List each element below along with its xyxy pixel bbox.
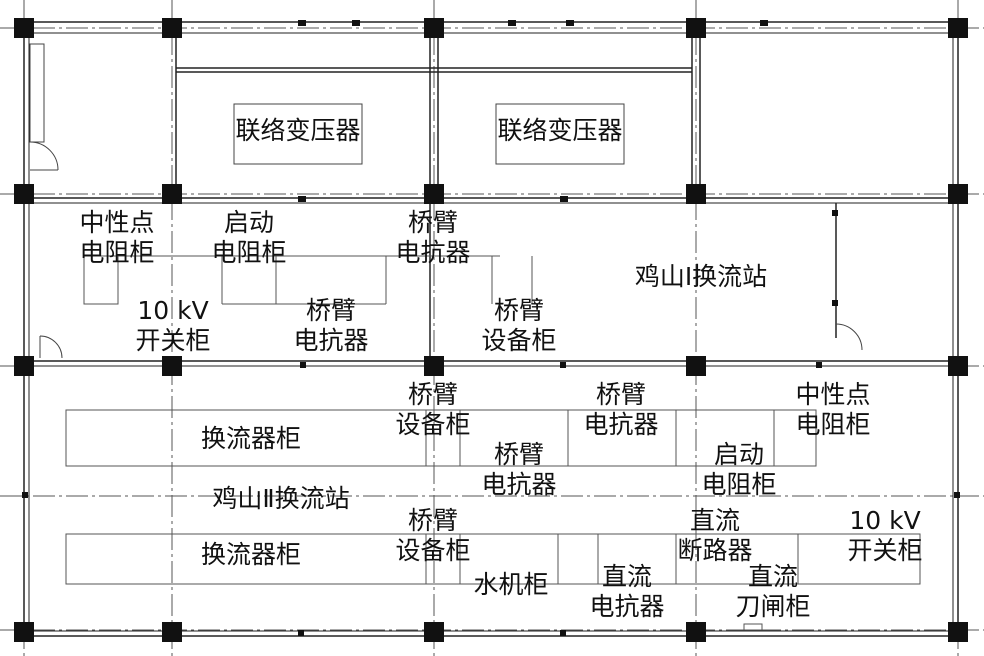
label-bridge-equipment-a: 桥臂 设备柜 [481,296,557,355]
label-bridge-equipment-b1: 桥臂 设备柜 [395,380,471,439]
label-converter-cabinet-2: 换流器柜 [200,540,301,569]
label-transformer-2: 联络变压器 [497,116,623,145]
transformer-bays [233,103,625,165]
structural-columns [14,18,968,642]
label-startup-resistor-b: 启动 电阻柜 [701,440,777,499]
label-bridge-reactor-a1: 桥臂 电抗器 [395,208,471,267]
label-bridge-reactor-b1: 桥臂 电抗器 [583,380,659,439]
label-converter-cabinet-1: 换流器柜 [200,424,301,453]
label-bridge-reactor-a2: 桥臂 电抗器 [293,296,369,355]
label-switchgear-a: 10 kV 开关柜 [135,296,211,355]
label-transformer-1: 联络变压器 [235,116,361,145]
equipment-outlines [65,255,921,631]
label-dc-reactor: 直流 电抗器 [589,562,665,621]
label-neutral-resistor-b: 中性点 电阻柜 [795,380,871,439]
label-dc-disconnector: 直流 刀闸柜 [735,562,811,621]
label-dc-breaker: 直流 断路器 [677,506,753,565]
label-water-cabinet: 水机柜 [473,570,549,599]
label-neutral-resistor-a: 中性点 电阻柜 [79,208,155,267]
label-startup-resistor-a: 启动 电阻柜 [211,208,287,267]
left-entry [29,43,863,359]
label-switchgear-b: 10 kV 开关柜 [847,506,923,565]
label-station-2: 鸡山Ⅱ换流站 [212,484,350,513]
label-station-1: 鸡山Ⅰ换流站 [634,262,768,291]
label-bridge-equipment-b2: 桥臂 设备柜 [395,506,471,565]
label-bridge-reactor-b2: 桥臂 电抗器 [481,440,557,499]
